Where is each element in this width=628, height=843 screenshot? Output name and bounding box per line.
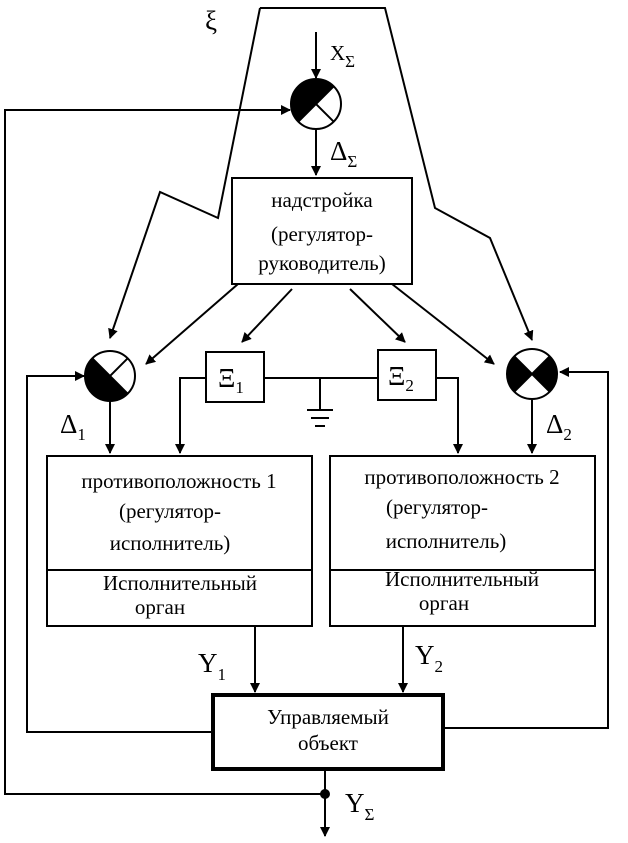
feedback-to-sum2 (443, 367, 609, 729)
plant-text-2: объект (298, 731, 358, 755)
plant-text-1: Управляемый (267, 705, 389, 729)
summing-junction-1 (84, 350, 136, 402)
disturbance-2-label: Ξ2 (388, 361, 414, 395)
opposite-1-role-2: исполнитель) (110, 531, 231, 555)
supervisor-text-2: (регулятор- (271, 222, 373, 246)
error-1-label: Δ1 (60, 409, 86, 444)
supervisor-box (231, 177, 413, 285)
opposite-2-role-1: (регулятор- (386, 495, 488, 519)
opposite-2-actuator-1: Исполнительный (385, 567, 539, 591)
output-1-label: Y1 (198, 648, 226, 684)
opposite-2-actuator-2: орган (419, 591, 469, 615)
feedback-to-top-sum (4, 105, 325, 795)
supervisor-to-sum2 (391, 283, 495, 365)
disturbance-1-label: Ξ1 (218, 363, 244, 397)
xi2-to-opposite2 (436, 377, 463, 454)
opposite-2-box (329, 455, 596, 627)
top-summing-junction (290, 78, 342, 130)
input-label: XΣ (330, 41, 355, 71)
opposite-1-box (46, 455, 313, 627)
opposite-2-role-2: исполнитель) (386, 529, 507, 553)
opposite-2-title: противоположность 2 (364, 465, 559, 489)
top-error-label: ΔΣ (330, 136, 357, 171)
error-2-label: Δ2 (546, 409, 572, 444)
supervisor-text-1: надстройка (271, 188, 373, 212)
output-2-label: Y2 (415, 640, 443, 676)
total-output-label: YΣ (345, 788, 375, 824)
disturbance-2-box (377, 349, 437, 401)
summing-junction-2 (506, 348, 558, 400)
opposite-1-title: противоположность 1 (81, 469, 276, 493)
opposite-1-actuator-2: орган (135, 595, 185, 619)
noise-path-right (260, 7, 534, 341)
feedback-to-sum1 (26, 371, 213, 733)
output-junction-dot (320, 789, 330, 799)
supervisor-text-3: руководитель) (258, 251, 386, 275)
noise-path-left (108, 7, 261, 339)
opposite-1-actuator-1: Исполнительный (103, 571, 257, 595)
opposite-1-role-1: (регулятор- (119, 499, 221, 523)
supervisor-to-xi1 (241, 288, 293, 343)
supervisor-to-xi2 (349, 288, 406, 343)
xi1-to-opposite1 (175, 377, 206, 454)
noise-label: ξ (205, 6, 217, 36)
supervisor-to-sum1 (145, 283, 239, 365)
